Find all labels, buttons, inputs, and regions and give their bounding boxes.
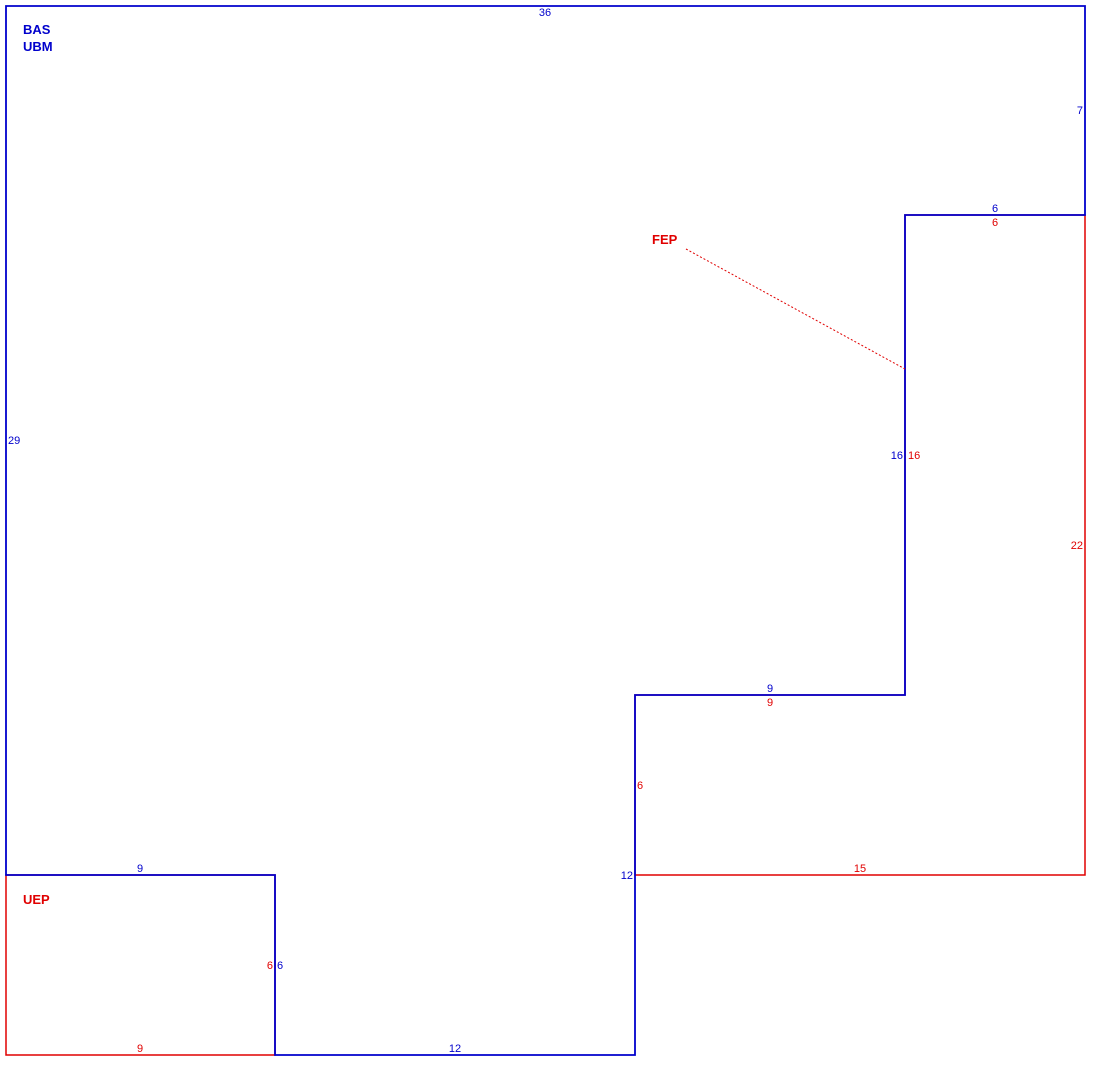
fep-leader-line [685, 248, 906, 370]
dim-uep-bottom: 9 [137, 1043, 143, 1055]
ubm-label: UBM [23, 39, 53, 54]
dim-fep-step-top: 6 [992, 217, 998, 229]
dim-bas-top: 36 [539, 7, 551, 19]
dim-bas-bottom: 12 [449, 1043, 461, 1055]
dim-bas-left: 29 [8, 435, 20, 447]
fep-label: FEP [652, 232, 678, 247]
dim-bas-notch-right: 6 [277, 960, 283, 972]
bas-polygon [5, 5, 1086, 1056]
dim-bas-notch-top: 9 [137, 863, 143, 875]
dim-fep-bottom: 15 [854, 863, 866, 875]
dim-bas-step-vertical: 16 [891, 450, 903, 462]
dim-bas-right-upper: 7 [1077, 105, 1083, 117]
dim-fep-left: 6 [637, 780, 643, 792]
dim-fep-right: 22 [1071, 540, 1083, 552]
dim-uep-right: 6 [267, 960, 273, 972]
uep-label: UEP [23, 892, 50, 907]
bas-label: BAS [23, 22, 51, 37]
fep-polygon [634, 214, 1086, 876]
dim-bas-step-middle: 9 [767, 683, 773, 695]
dim-fep-step-vertical: 16 [908, 450, 920, 462]
dim-bas-step-top: 6 [992, 203, 998, 215]
dim-bas-right-lower: 12 [621, 870, 633, 882]
dim-fep-step-middle: 9 [767, 697, 773, 709]
